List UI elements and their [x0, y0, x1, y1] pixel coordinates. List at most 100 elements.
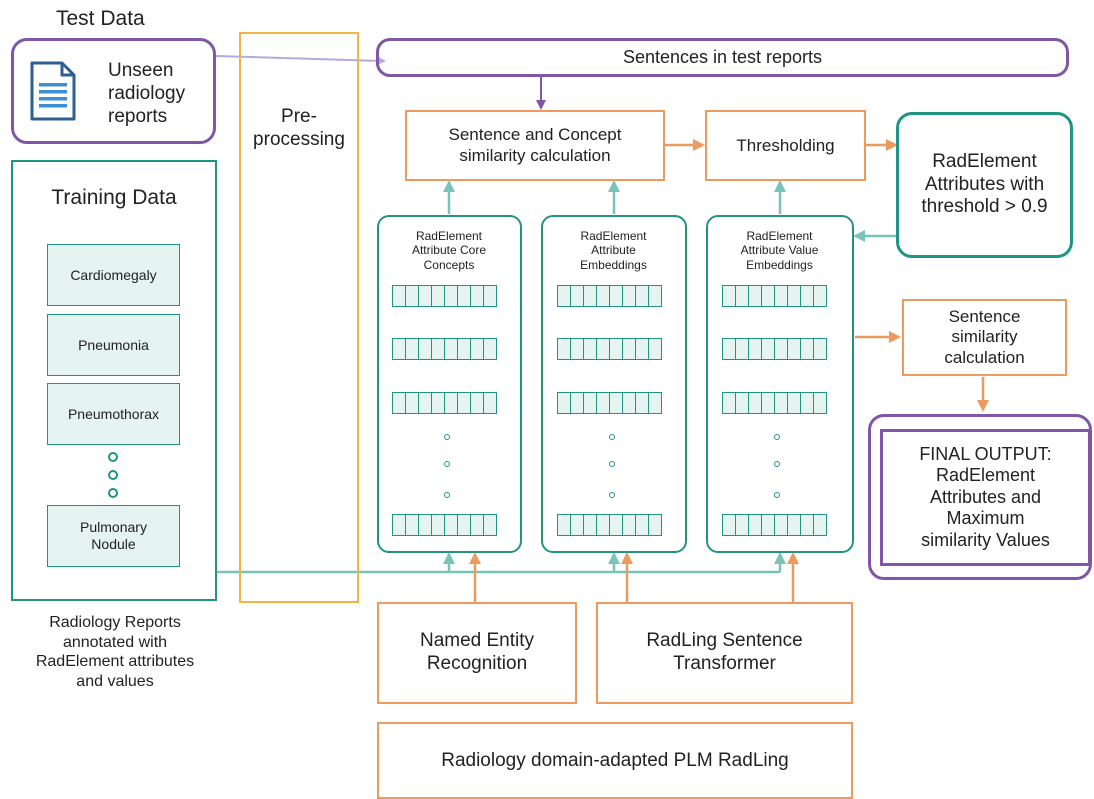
vector-cell: [800, 338, 814, 360]
vector-cell: [748, 285, 762, 307]
preprocessing-label: Pre- processing: [253, 106, 345, 150]
ellipsis-dot: [444, 461, 450, 467]
ellipsis-dot: [774, 461, 780, 467]
embedding-vector-row: [392, 392, 497, 414]
vector-cell: [483, 285, 497, 307]
vector-cell: [392, 514, 406, 536]
ellipsis-dot: [609, 434, 615, 440]
vector-cell: [444, 285, 458, 307]
vector-cell: [392, 285, 406, 307]
training-data-box: Training Data: [11, 160, 217, 601]
vector-cell: [622, 392, 636, 414]
vector-cell: [722, 514, 736, 536]
vector-cell: [800, 285, 814, 307]
vector-cell: [483, 514, 497, 536]
plm-box: Radiology domain-adapted PLM RadLing: [377, 722, 853, 799]
test-data-box: Unseen radiology reports: [11, 38, 216, 144]
vector-cell: [596, 392, 610, 414]
embedding-vector-row: [722, 514, 827, 536]
vector-cell: [431, 514, 445, 536]
sentences-bar: Sentences in test reports: [376, 38, 1069, 77]
vector-cell: [622, 285, 636, 307]
ellipsis-dot: [108, 452, 118, 462]
vector-cell: [787, 514, 801, 536]
vector-cell: [418, 285, 432, 307]
ellipsis-dot: [609, 461, 615, 467]
final-output-box: FINAL OUTPUT: RadElement Attributes and …: [880, 429, 1091, 566]
vector-cell: [635, 392, 649, 414]
vector-cell: [392, 392, 406, 414]
panel-attribute-embeddings-label: RadElement Attribute Embeddings: [580, 229, 647, 272]
vector-cell: [405, 392, 419, 414]
embedding-vector-row: [392, 285, 497, 307]
ellipsis-dot: [444, 492, 450, 498]
vector-cell: [392, 338, 406, 360]
vector-cell: [774, 285, 788, 307]
vector-cell: [787, 285, 801, 307]
document-icon: [28, 61, 78, 121]
preprocessing-box: Pre- processing: [239, 32, 359, 603]
vector-cell: [457, 392, 471, 414]
vector-cell: [570, 285, 584, 307]
vector-cell: [609, 285, 623, 307]
vector-cell: [722, 392, 736, 414]
vector-cell: [418, 392, 432, 414]
vector-cell: [457, 338, 471, 360]
sentences-bar-label: Sentences in test reports: [622, 47, 823, 67]
vector-cell: [609, 514, 623, 536]
vector-cell: [457, 514, 471, 536]
panel-core-concepts-label: RadElement Attribute Core Concepts: [411, 229, 487, 272]
vector-cell: [557, 338, 571, 360]
panel-value-embeddings: RadElement Attribute Value Embeddings: [706, 215, 854, 553]
vector-cell: [570, 338, 584, 360]
vector-cell: [596, 514, 610, 536]
vector-cell: [787, 338, 801, 360]
vector-cell: [405, 338, 419, 360]
sentence-similarity-box: Sentence similarity calculation: [902, 299, 1067, 376]
vector-cell: [483, 392, 497, 414]
vector-cell: [761, 514, 775, 536]
vector-cell: [583, 338, 597, 360]
training-item-cardiomegaly: Cardiomegaly: [47, 244, 180, 306]
vector-cell: [583, 392, 597, 414]
vector-cell: [761, 338, 775, 360]
vector-cell: [635, 514, 649, 536]
ellipsis-dot: [108, 470, 118, 480]
vector-cell: [557, 392, 571, 414]
vector-cell: [813, 392, 827, 414]
vector-cell: [774, 514, 788, 536]
training-item-pneumonia: Pneumonia: [47, 314, 180, 376]
vector-cell: [813, 338, 827, 360]
test-data-title: Test Data: [56, 7, 145, 30]
embedding-vector-row: [722, 392, 827, 414]
vector-cell: [735, 285, 749, 307]
embedding-vector-row: [557, 338, 662, 360]
ellipsis-dot: [444, 434, 450, 440]
vector-cell: [735, 514, 749, 536]
embedding-vector-row: [392, 338, 497, 360]
vector-cell: [735, 392, 749, 414]
training-item-pneumothorax: Pneumothorax: [47, 383, 180, 445]
embedding-vector-row: [557, 392, 662, 414]
vector-cell: [444, 338, 458, 360]
vector-cell: [648, 285, 662, 307]
panel-core-concepts: RadElement Attribute Core Concepts: [377, 215, 522, 553]
embedding-vector-row: [557, 285, 662, 307]
vector-cell: [483, 338, 497, 360]
vector-cell: [635, 338, 649, 360]
panel-value-embeddings-label: RadElement Attribute Value Embeddings: [740, 229, 819, 272]
vector-cell: [570, 514, 584, 536]
vector-cell: [470, 285, 484, 307]
vector-cell: [774, 392, 788, 414]
vector-cell: [470, 514, 484, 536]
vector-cell: [583, 285, 597, 307]
vector-cell: [761, 392, 775, 414]
vector-cell: [748, 392, 762, 414]
vector-cell: [722, 338, 736, 360]
embedding-vector-row: [722, 285, 827, 307]
ellipsis-dot: [609, 492, 615, 498]
vector-cell: [748, 514, 762, 536]
thresholding-box: Thresholding: [705, 110, 866, 181]
vector-cell: [648, 514, 662, 536]
